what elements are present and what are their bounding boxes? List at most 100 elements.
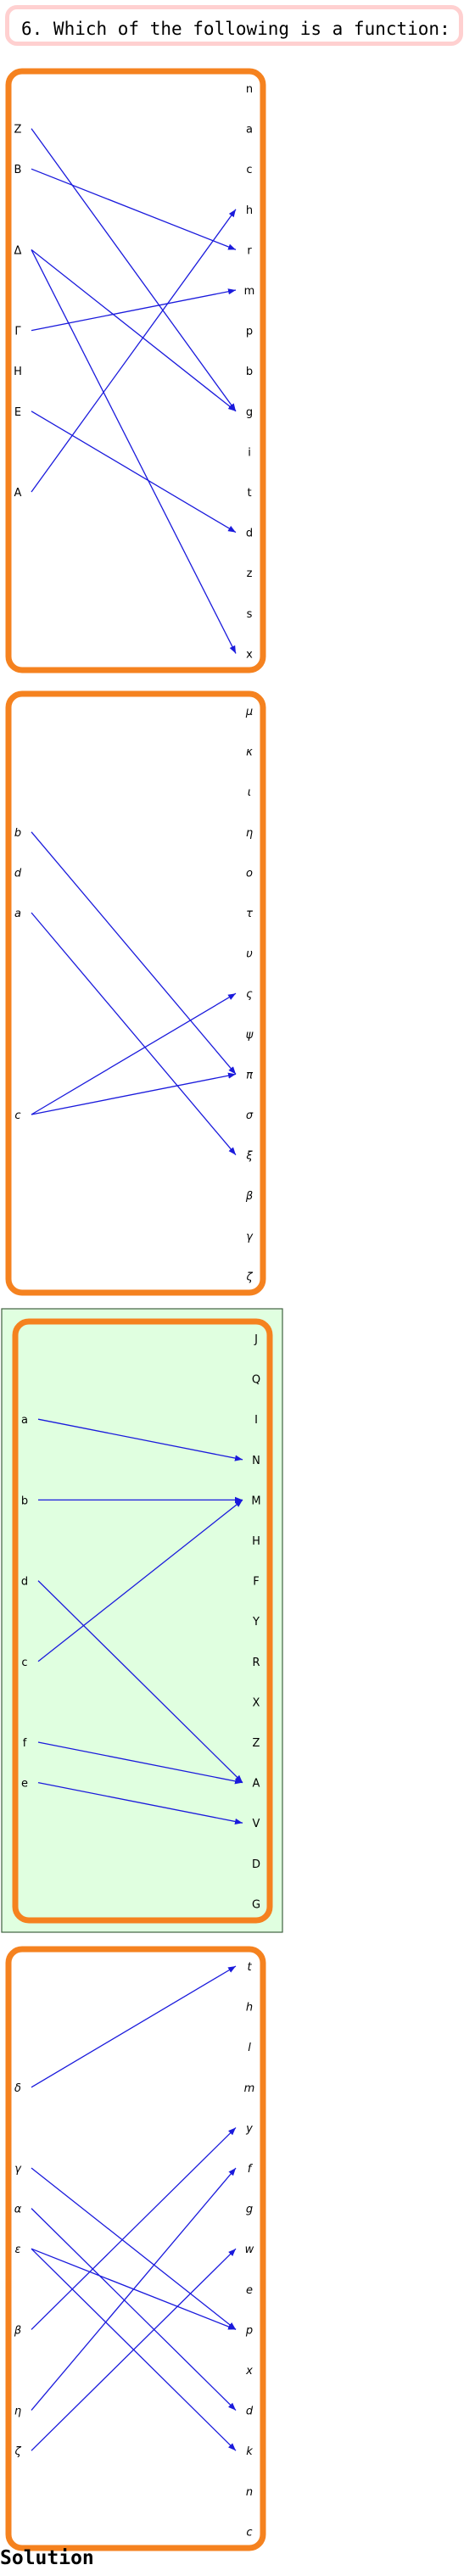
domain-label-f-4: f (23, 1737, 27, 1750)
codomain-label-zeta-14: ζ (245, 1271, 253, 1283)
codomain-label-gamma-13: γ (246, 1231, 254, 1243)
mapping-arrow (31, 1965, 237, 2088)
domain-label-delta-2: Δ (14, 244, 22, 257)
mapping-arrow (31, 912, 237, 1156)
codomain-label-kappa-1: κ (246, 746, 253, 759)
domain-label-d-1: d (14, 867, 22, 880)
codomain-label-d-13: D (252, 1858, 260, 1871)
domain-label-gamma-3: Γ (14, 326, 21, 338)
diagram-frame (5, 68, 266, 673)
codomain-label-t-10: t (247, 487, 251, 500)
codomain-label-q-1: Q (252, 1374, 260, 1387)
domain-label-beta-4: β (14, 2324, 21, 2337)
codomain-label-m-4: M (251, 1495, 260, 1507)
codomain-label-y-7: Y (252, 1616, 260, 1629)
codomain-label-m-3: m (244, 2082, 255, 2095)
codomain-label-r-8: R (252, 1657, 260, 1669)
codomain-label-eta-3: η (246, 827, 253, 840)
domain-label-b-1: B (14, 164, 22, 176)
codomain-label-mu-0: μ (245, 706, 253, 718)
mapping-arrow (31, 2126, 237, 2330)
domain-label-d-2: d (21, 1576, 28, 1589)
codomain-label-a-11: A (253, 1778, 260, 1791)
domain-label-delta-0: δ (14, 2082, 21, 2095)
mapping-arrow (31, 209, 237, 493)
codomain-label-s-13: s (247, 608, 253, 621)
mapping-arrow (31, 249, 237, 412)
domain-label-b-0: b (14, 827, 21, 840)
domain-label-z-0: Z (14, 124, 22, 137)
codomain-label-h-3: h (246, 204, 253, 217)
codomain-label-c-2: c (246, 164, 252, 176)
codomain-label-t-0: t (247, 1961, 252, 1974)
mapping-arrow (37, 1418, 243, 1461)
domain-label-a-6: A (14, 487, 22, 500)
mapping-arrow (37, 1580, 243, 1784)
question-box: 6. Which of the following is a function: (5, 5, 463, 46)
mapping-arrow (31, 288, 237, 332)
domain-label-e-5: E (14, 406, 21, 419)
domain-label-h-4: H (14, 366, 22, 378)
codomain-label-x-10: x (245, 2365, 253, 2378)
codomain-label-x-14: x (246, 648, 253, 661)
domain-label-alpha-2: α (14, 2204, 22, 2216)
mapping-arrow (31, 831, 237, 1075)
domain-label-gamma-1: γ (14, 2163, 22, 2176)
codomain-label-upsilon-6: υ (246, 948, 253, 961)
codomain-label-n-3: N (252, 1455, 260, 1467)
mapping-arrow (37, 1781, 243, 1824)
codomain-label-beta-12: β (245, 1190, 253, 1203)
mapping-arrow (31, 1072, 237, 1115)
codomain-label-d-11: d (246, 528, 253, 540)
domain-label-b-1: b (21, 1495, 28, 1507)
codomain-label-h-1: h (246, 2002, 253, 2014)
codomain-label-m-5: m (244, 285, 255, 298)
domain-label-c-3: c (14, 1109, 20, 1122)
codomain-label-x-9: X (253, 1696, 260, 1709)
mapping-arrow (37, 1499, 243, 1662)
mapping-arrow (31, 249, 237, 654)
mapping-arrow (31, 2248, 237, 2451)
codomain-label-e-8: e (246, 2284, 253, 2297)
codomain-label-f-6: F (253, 1576, 259, 1589)
mapping-arrow (31, 411, 237, 534)
mapping-arrow (31, 2167, 237, 2330)
mapping-arrow (31, 2208, 237, 2411)
mapping-arrow (31, 2167, 237, 2411)
codomain-label-g-6: g (246, 2204, 253, 2216)
codomain-label-iota-2: ι (248, 786, 251, 799)
codomain-label-tau-5: τ (246, 908, 253, 920)
codomain-label-f-5: f (248, 2163, 254, 2176)
codomain-label-final-sigma-7: ς (246, 988, 253, 1001)
domain-label-a-2: a (14, 908, 21, 920)
codomain-label-z-12: z (247, 567, 253, 580)
mapping-arrow (31, 168, 237, 251)
codomain-label-p-9: p (245, 2324, 253, 2337)
mapping-arrow (31, 128, 237, 412)
domain-label-e-5: e (21, 1778, 28, 1791)
codomain-label-y-4: y (245, 2122, 253, 2135)
codomain-label-psi-8: ψ (246, 1029, 254, 1042)
codomain-label-g-8: g (246, 406, 253, 419)
codomain-label-k-12: k (246, 2445, 253, 2458)
diagram-frame (5, 1946, 266, 2551)
codomain-label-v-12: V (253, 1818, 260, 1830)
codomain-label-b-7: b (246, 366, 253, 378)
codomain-label-i-9: i (248, 446, 251, 459)
codomain-label-w-7: w (245, 2244, 254, 2256)
codomain-label-n-13: n (246, 2486, 253, 2499)
mapping-arrow (31, 992, 237, 1115)
domain-label-eta-5: η (14, 2406, 21, 2418)
mapping-arrow (37, 1741, 243, 1785)
codomain-label-c-14: c (246, 2526, 252, 2539)
codomain-label-xi-11: ξ (245, 1150, 253, 1163)
codomain-label-p-6: p (246, 326, 253, 338)
solution-heading: Solution (0, 2547, 94, 2569)
diagram-frame (12, 1318, 273, 1924)
domain-label-a-0: a (21, 1414, 28, 1427)
